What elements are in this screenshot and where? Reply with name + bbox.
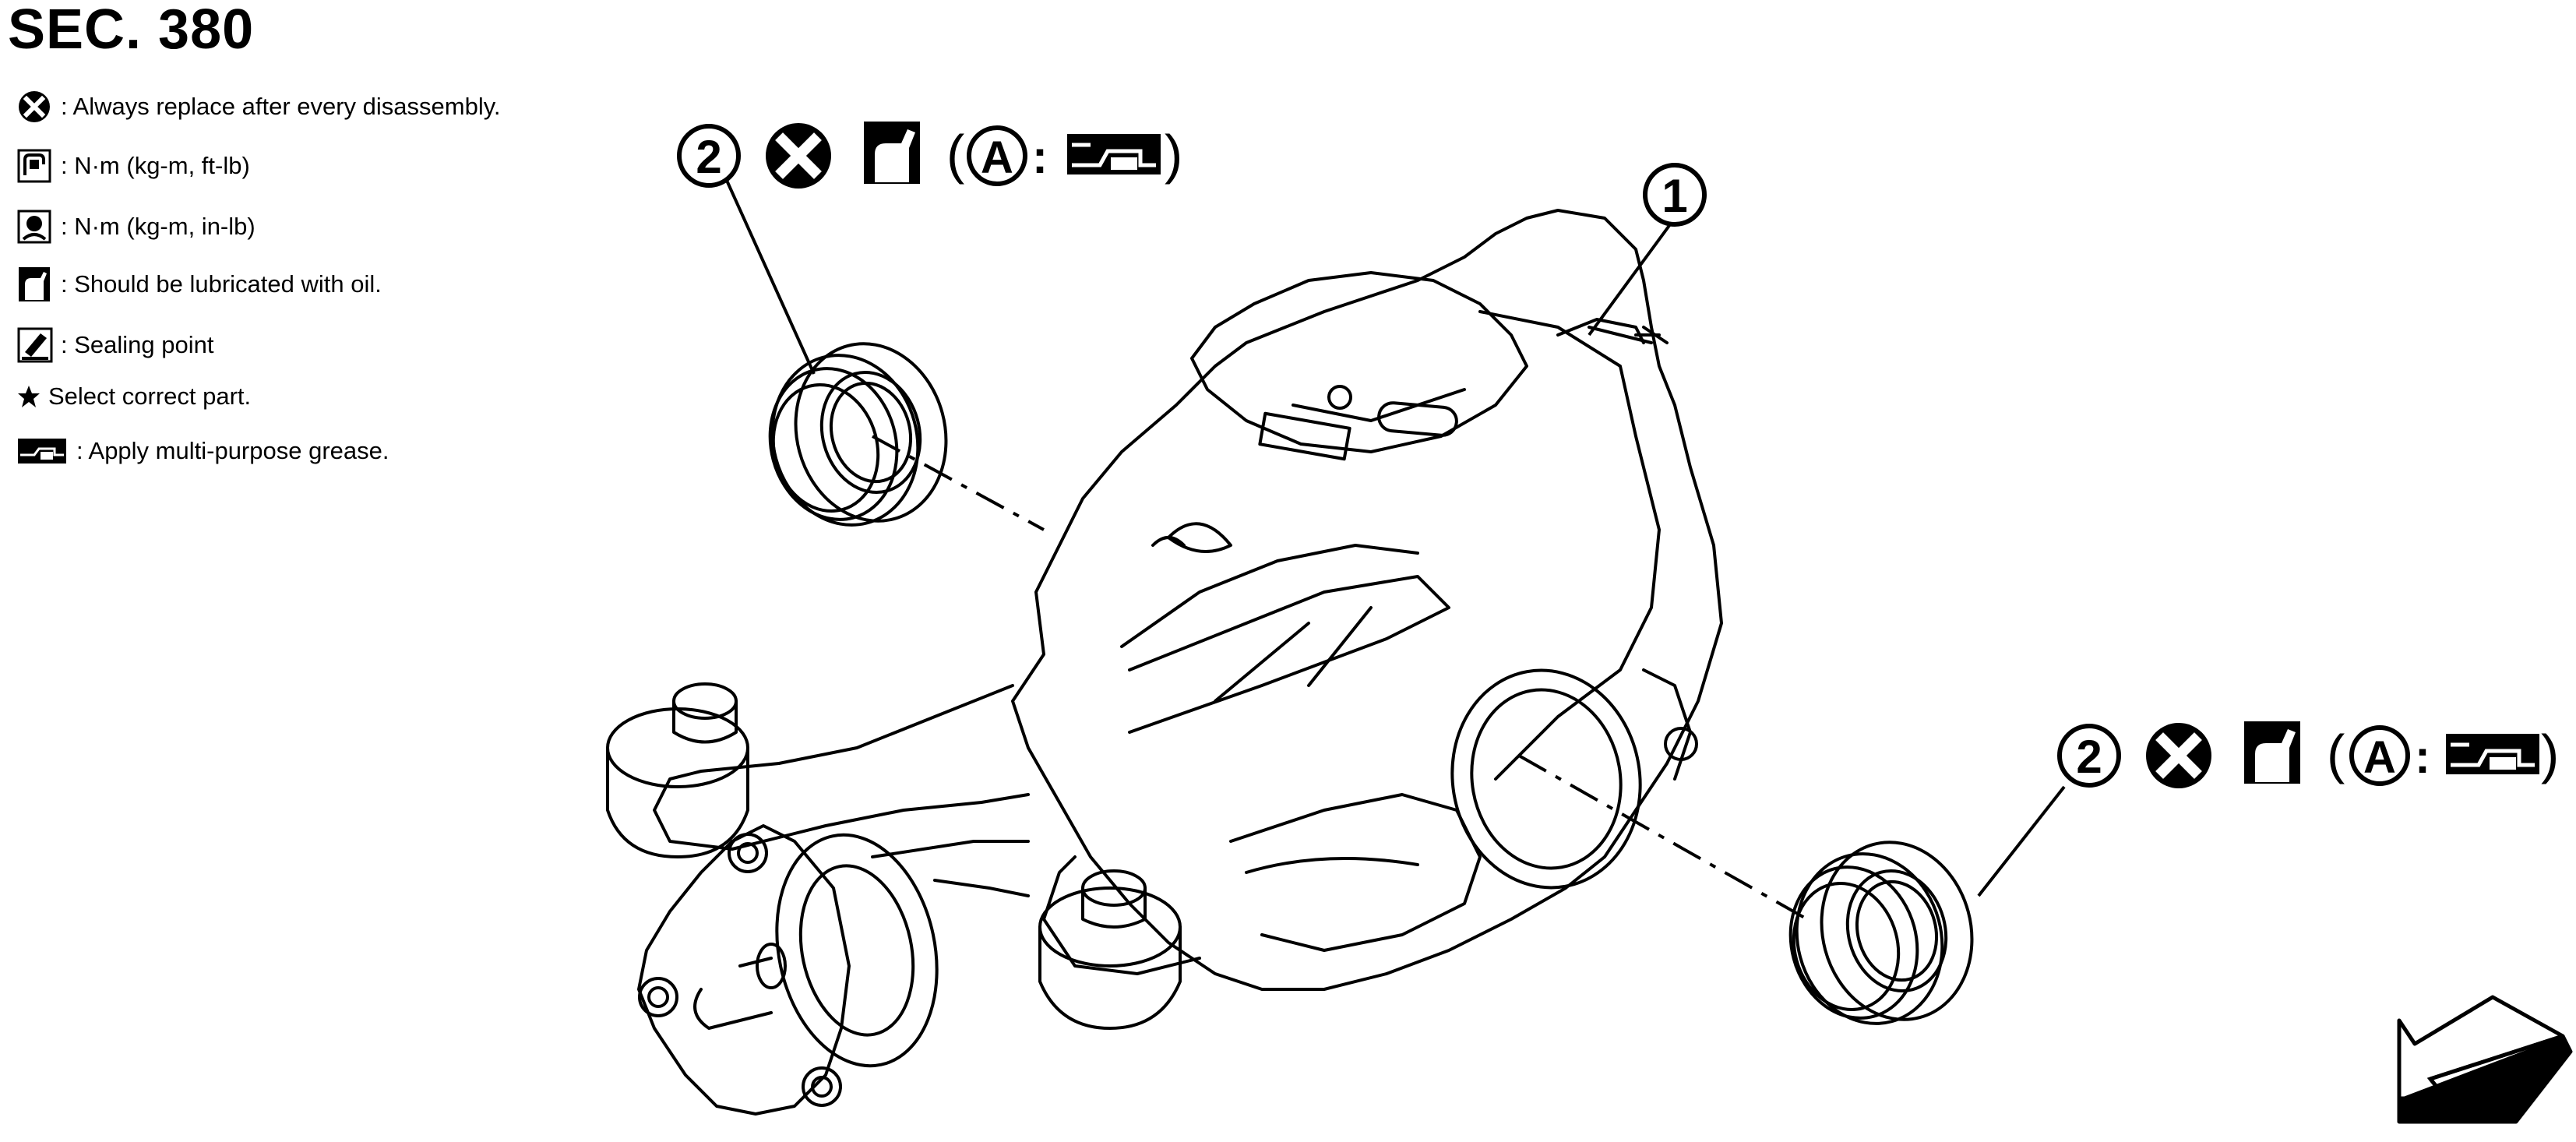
- callout-part-1: 1: [1643, 163, 1707, 227]
- legend-item-select-part: Select correct part.: [17, 377, 251, 416]
- legend-text: Select correct part.: [48, 382, 252, 410]
- svg-text:A: A: [2363, 732, 2396, 783]
- svg-text:): ): [1165, 124, 1182, 185]
- torque-in-lb-icon: [17, 207, 58, 246]
- svg-text:2: 2: [696, 131, 721, 183]
- legend-text: : Sealing point: [61, 331, 214, 358]
- always-replace-icon: [17, 87, 58, 126]
- left-oil-seal: [768, 342, 948, 527]
- legend-text: : Always replace after every disassembly…: [61, 93, 501, 120]
- grease-gun-icon: [17, 432, 73, 471]
- svg-text::: :: [2415, 731, 2430, 783]
- legend-item-torque-in-lb: : N·m (kg-m, in-lb): [17, 207, 255, 246]
- left-seal-centerline: [872, 435, 1045, 531]
- legend-item-sealing: : Sealing point: [17, 326, 213, 365]
- torque-ft-lb-icon: [17, 146, 58, 185]
- housing-outline: [1011, 209, 1723, 991]
- svg-text:(: (: [946, 124, 964, 185]
- leader-line-right-seal: [1977, 785, 2066, 897]
- section-title: SEC. 380: [8, 0, 255, 61]
- legend-item-replace: : Always replace after every disassembly…: [17, 87, 501, 126]
- legend-text: : Apply multi-purpose grease.: [76, 437, 389, 464]
- legend-text: : Should be lubricated with oil.: [61, 270, 382, 298]
- right-seal-centerline: [1518, 754, 1808, 921]
- oil-can-icon: [17, 265, 58, 304]
- svg-text:2: 2: [2076, 731, 2102, 783]
- oil-can-icon: [2244, 721, 2300, 784]
- always-replace-icon: [766, 123, 831, 189]
- svg-text::: :: [1032, 131, 1048, 183]
- legend-text: : N·m (kg-m, ft-lb): [61, 152, 250, 179]
- svg-text:A: A: [981, 132, 1013, 183]
- grease-gun-icon: [1067, 134, 1161, 174]
- leader-line-left-seal: [723, 174, 816, 375]
- legend-text: : N·m (kg-m, in-lb): [61, 213, 255, 240]
- oil-can-icon: [864, 122, 920, 184]
- callout-left-seal: 2 ( A : ): [677, 122, 1182, 189]
- sealing-point-icon: [17, 326, 58, 365]
- front-direction-arrow-icon: [2397, 995, 2573, 1124]
- star-icon: [17, 377, 45, 416]
- callout-right-seal: 2 ( A : ): [2057, 721, 2559, 788]
- leader-line-part1: [1588, 217, 1676, 337]
- legend-item-oil: : Should be lubricated with oil.: [17, 265, 382, 304]
- grease-gun-icon: [2446, 734, 2539, 774]
- svg-text:(: (: [2327, 724, 2345, 784]
- always-replace-icon: [2146, 723, 2211, 788]
- left-mount-arm: [653, 684, 1030, 851]
- svg-text:): ): [2541, 724, 2559, 784]
- legend-item-torque-ft-lb: : N·m (kg-m, ft-lb): [17, 146, 250, 185]
- right-oil-seal: [1788, 841, 1974, 1025]
- legend-item-grease: : Apply multi-purpose grease.: [17, 432, 389, 471]
- callout-number: 1: [1662, 170, 1687, 222]
